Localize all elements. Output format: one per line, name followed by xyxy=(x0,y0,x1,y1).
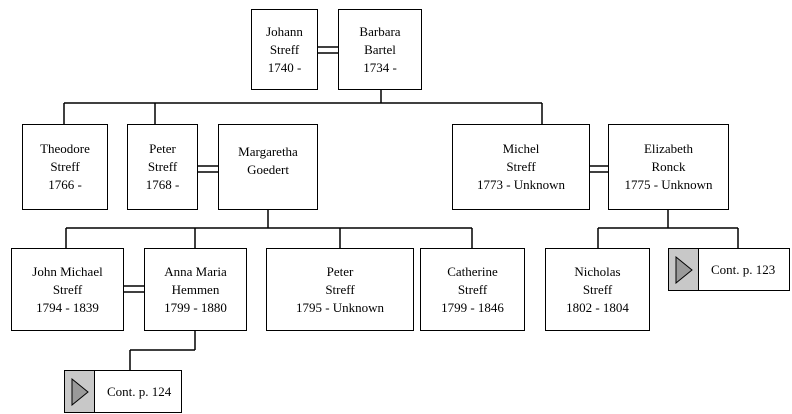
continuation-link-p124[interactable]: Cont. p. 124 xyxy=(64,370,182,413)
continuation-link-p123[interactable]: Cont. p. 123 xyxy=(668,248,790,291)
play-triangle-icon xyxy=(669,249,699,290)
play-triangle-icon xyxy=(65,371,95,412)
person-first-name: Peter xyxy=(149,141,176,156)
person-first-name: Elizabeth xyxy=(643,141,694,156)
person-dates: 1794 - 1839 xyxy=(36,299,99,315)
person-margaretha-goedert[interactable]: Margaretha Goedert xyxy=(218,124,318,210)
person-dates: 1766 - xyxy=(48,177,82,192)
person-nicholas-streff[interactable]: Nicholas Streff 1802 - 1804 xyxy=(545,248,650,331)
person-barbara-bartel[interactable]: Barbara Bartel 1734 - xyxy=(338,9,422,90)
person-john-michael-streff[interactable]: John Michael Streff 1794 - 1839 xyxy=(11,248,124,331)
person-first-name: John Michael xyxy=(32,263,103,279)
person-dates: 1795 - Unknown xyxy=(295,299,385,315)
person-dates: 1775 - Unknown xyxy=(624,177,713,192)
person-theodore-streff[interactable]: Theodore Streff 1766 - xyxy=(22,124,108,210)
person-michel-streff[interactable]: Michel Streff 1773 - Unknown xyxy=(452,124,590,210)
person-first-name: Nicholas xyxy=(574,263,621,279)
person-dates: 1773 - Unknown xyxy=(476,177,566,192)
person-elizabeth-ronck[interactable]: Elizabeth Ronck 1775 - Unknown xyxy=(608,124,729,210)
person-first-name: Theodore xyxy=(40,141,90,156)
person-last-name: Streff xyxy=(506,159,536,174)
person-last-name: Streff xyxy=(52,281,83,297)
person-last-name: Streff xyxy=(457,281,488,297)
person-dates: 1799 - 1846 xyxy=(441,299,504,315)
person-johann-streff[interactable]: Johann Streff 1740 - xyxy=(251,9,318,90)
person-first-name: Johann xyxy=(266,23,303,39)
person-anna-maria-hemmen[interactable]: Anna Maria Hemmen 1799 - 1880 xyxy=(144,248,247,331)
person-dates: 1768 - xyxy=(145,177,180,192)
person-dates: 1734 - xyxy=(363,59,397,75)
person-last-name: Streff xyxy=(325,281,355,297)
person-first-name: Anna Maria xyxy=(164,263,227,279)
person-last-name: Streff xyxy=(269,41,300,57)
person-dates: 1802 - 1804 xyxy=(566,299,629,315)
person-last-name: Ronck xyxy=(651,159,686,174)
person-dates: 1799 - 1880 xyxy=(164,299,227,315)
continuation-label: Cont. p. 123 xyxy=(711,261,776,277)
person-first-name: Michel xyxy=(502,141,540,156)
person-catherine-streff[interactable]: Catherine Streff 1799 - 1846 xyxy=(420,248,525,331)
person-last-name: Goedert xyxy=(247,162,289,177)
person-peter-streff-1795[interactable]: Peter Streff 1795 - Unknown xyxy=(266,248,414,331)
person-first-name: Catherine xyxy=(447,263,498,279)
continuation-label: Cont. p. 124 xyxy=(107,383,172,399)
person-last-name: Streff xyxy=(147,159,178,174)
person-last-name: Hemmen xyxy=(171,281,220,297)
person-peter-streff-1768[interactable]: Peter Streff 1768 - xyxy=(127,124,198,210)
person-last-name: Bartel xyxy=(364,41,396,57)
person-first-name: Peter xyxy=(326,263,354,279)
person-first-name: Margaretha xyxy=(238,144,298,159)
person-dates: 1740 - xyxy=(267,59,302,75)
person-last-name: Streff xyxy=(50,159,80,174)
person-last-name: Streff xyxy=(582,281,613,297)
person-first-name: Barbara xyxy=(359,23,401,39)
